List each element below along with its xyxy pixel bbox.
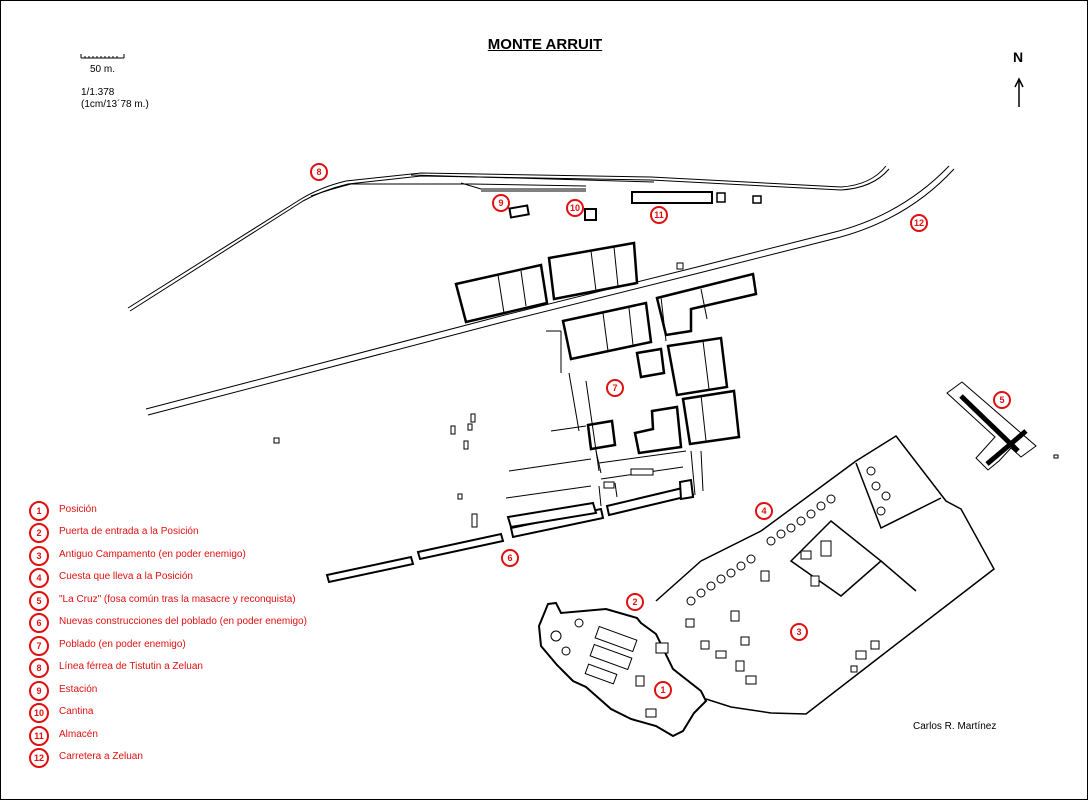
svg-text:10: 10	[570, 203, 580, 213]
village-blocks	[454, 241, 758, 455]
svg-text:5: 5	[999, 395, 1004, 405]
marker-10: 10	[566, 199, 584, 217]
scale-ratio-value: 1/1.378	[81, 87, 115, 98]
legend-number: 8	[29, 658, 49, 678]
svg-text:7: 7	[612, 383, 617, 393]
map-markers: 1 2 3 4 5 6 7 8 9 10 11 12	[310, 163, 1011, 699]
legend-number: 3	[29, 546, 49, 566]
village-inner-lines	[497, 246, 710, 507]
legend-text: Cuesta que lleva a la Posición	[59, 571, 193, 582]
legend-number: 11	[29, 726, 49, 746]
svg-text:9: 9	[498, 198, 503, 208]
marker-6: 6	[501, 549, 519, 567]
legend-text: Cantina	[59, 706, 94, 717]
svg-text:12: 12	[914, 218, 924, 228]
svg-text:8: 8	[316, 167, 321, 177]
legend-text: "La Cruz" (fosa común tras la masacre y …	[59, 594, 296, 605]
legend-text: Puerta de entrada a la Posición	[59, 526, 199, 537]
legend-number: 6	[29, 613, 49, 633]
marker-7: 7	[606, 379, 624, 397]
marker-2: 2	[626, 593, 644, 611]
legend-text: Poblado (en poder enemigo)	[59, 639, 186, 650]
position-buildings	[550, 618, 669, 718]
marker-4: 4	[755, 502, 773, 520]
marker-1: 1	[654, 681, 672, 699]
scale-ratio-detail: (1cm/13´78 m.)	[81, 99, 149, 110]
legend-number: 2	[29, 523, 49, 543]
map-title: MONTE ARRUIT	[487, 36, 603, 53]
legend-text: Antiguo Campamento (en poder enemigo)	[59, 549, 246, 560]
cross-grave	[946, 381, 1059, 471]
legend-number: 5	[29, 591, 49, 611]
fortified-position	[537, 601, 708, 738]
svg-text:3: 3	[796, 627, 801, 637]
marker-12: 12	[910, 214, 928, 232]
scale-bar	[80, 54, 125, 59]
north-arrow-icon	[1014, 77, 1024, 107]
old-camp	[655, 435, 995, 715]
svg-text:2: 2	[632, 597, 637, 607]
legend-number: 12	[29, 748, 49, 768]
legend-text: Línea férrea de Tistutin a Zeluan	[59, 661, 203, 672]
new-constructions	[325, 478, 695, 584]
legend-number: 10	[29, 703, 49, 723]
svg-text:4: 4	[761, 506, 766, 516]
marker-11: 11	[650, 206, 668, 224]
road-zeluan	[145, 165, 955, 416]
svg-text:1: 1	[660, 685, 665, 695]
marker-8: 8	[310, 163, 328, 181]
scale-ratio: 1/1.378 (1cm/13´78 m.)	[81, 87, 149, 111]
marker-5: 5	[993, 391, 1011, 409]
legend-number: 7	[29, 636, 49, 656]
scale-label: 50 m.	[90, 64, 116, 75]
svg-text:11: 11	[654, 210, 664, 220]
station-buildings	[508, 191, 762, 270]
legend-text: Nuevas construcciones del poblado (en po…	[59, 616, 307, 627]
north-label: N	[1013, 49, 1024, 65]
legend-text: Posición	[59, 504, 97, 515]
railway-line	[127, 165, 890, 312]
author-credit: Carlos R. Martínez	[913, 721, 997, 732]
marker-9: 9	[492, 194, 510, 212]
scattered-huts	[273, 413, 654, 528]
legend-number: 4	[29, 568, 49, 588]
marker-3: 3	[790, 623, 808, 641]
svg-text:6: 6	[507, 553, 512, 563]
legend-text: Estación	[59, 684, 98, 695]
legend-number: 1	[29, 501, 49, 521]
camp-tents	[685, 466, 891, 685]
legend-number: 9	[29, 681, 49, 701]
legend-text: Almacén	[59, 729, 98, 740]
legend-text: Carretera a Zeluan	[59, 751, 143, 762]
